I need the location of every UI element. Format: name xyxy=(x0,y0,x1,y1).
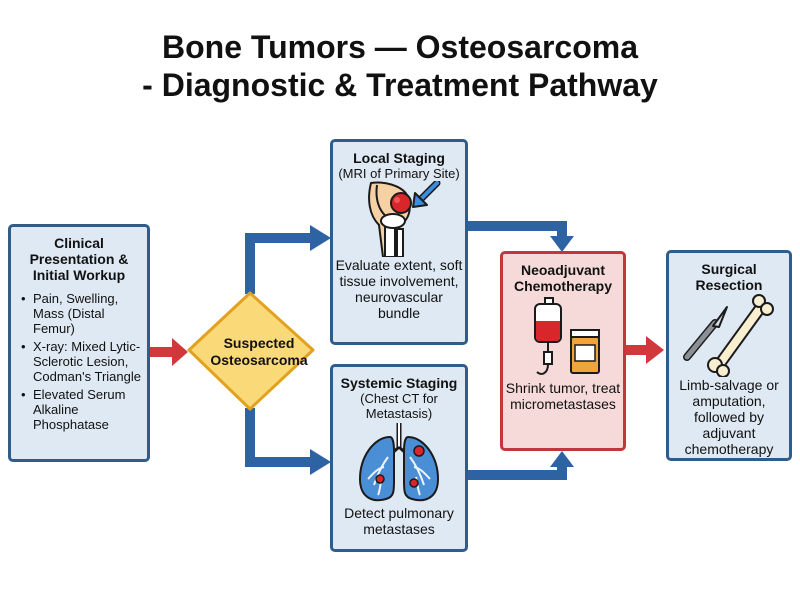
arrow-head-local xyxy=(310,225,331,251)
suspected-diamond xyxy=(187,291,315,411)
arrow-systemic-to-neo xyxy=(468,466,567,480)
neoadjuvant-description: Shrink tumor, treat micrometastases xyxy=(505,380,621,412)
local-staging-box: Local Staging (MRI of Primary Site) Eval… xyxy=(330,139,468,345)
clinical-item: Elevated Serum Alkaline Phosphatase xyxy=(21,387,143,432)
neoadjuvant-chemotherapy-box: Neoadjuvant Chemotherapy Shrink tumor, t… xyxy=(500,251,626,451)
arrow-head-systemic xyxy=(310,449,331,475)
systemic-staging-title: Systemic Staging xyxy=(340,375,458,391)
surgical-resection-box: Surgical Resection Limb-salvage or amput… xyxy=(666,250,792,461)
arrow-clinical-to-suspected xyxy=(150,338,188,366)
neoadjuvant-title: Neoadjuvant Chemotherapy xyxy=(513,262,613,294)
clinical-item: Pain, Swelling, Mass (Distal Femur) xyxy=(21,291,143,336)
local-staging-title: Local Staging xyxy=(353,150,445,166)
arrow-head-neo-bottom xyxy=(550,451,574,467)
systemic-staging-description: Detect pulmonary metastases xyxy=(344,505,454,537)
systemic-staging-box: Systemic Staging (Chest CT for Metastasi… xyxy=(330,364,468,552)
arrow-neo-to-surgery xyxy=(626,336,664,364)
clinical-presentation-box: Clinical Presentation & Initial Workup P… xyxy=(8,224,150,462)
diagram-title: Bone Tumors — Osteosarcoma - Diagnostic … xyxy=(0,28,800,104)
surgical-title: Surgical Resection xyxy=(695,261,763,293)
arrow-head-neo-top xyxy=(550,236,574,252)
clinical-title: Clinical Presentation & Initial Workup xyxy=(29,235,129,283)
local-staging-description: Evaluate extent, soft tissue involvement… xyxy=(335,257,463,321)
title-line-2: - Diagnostic & Treatment Pathway xyxy=(142,67,658,103)
systemic-staging-subtitle: (Chest CT for Metastasis) xyxy=(360,391,438,421)
title-line-1: Bone Tumors — Osteosarcoma xyxy=(162,29,638,65)
lungs-icon xyxy=(358,423,440,502)
clinical-list: Pain, Swelling, Mass (Distal Femur) X-ra… xyxy=(11,291,147,432)
knee-mri-icon xyxy=(368,181,441,257)
iv-bag-and-pill-bottle-icon xyxy=(534,297,600,375)
arrow-suspected-to-systemic xyxy=(245,408,314,467)
local-staging-subtitle: (MRI of Primary Site) xyxy=(338,166,460,181)
surgical-description: Limb-salvage or amputation, followed by … xyxy=(679,377,779,457)
suspected-osteosarcoma-label: Suspected Osteosarcoma xyxy=(210,335,308,368)
scalpel-and-bone-icon xyxy=(683,294,774,377)
clinical-item: X-ray: Mixed Lytic-Sclerotic Lesion, Cod… xyxy=(21,339,143,384)
arrow-local-to-neo xyxy=(468,221,567,238)
arrow-suspected-to-local xyxy=(245,233,314,294)
